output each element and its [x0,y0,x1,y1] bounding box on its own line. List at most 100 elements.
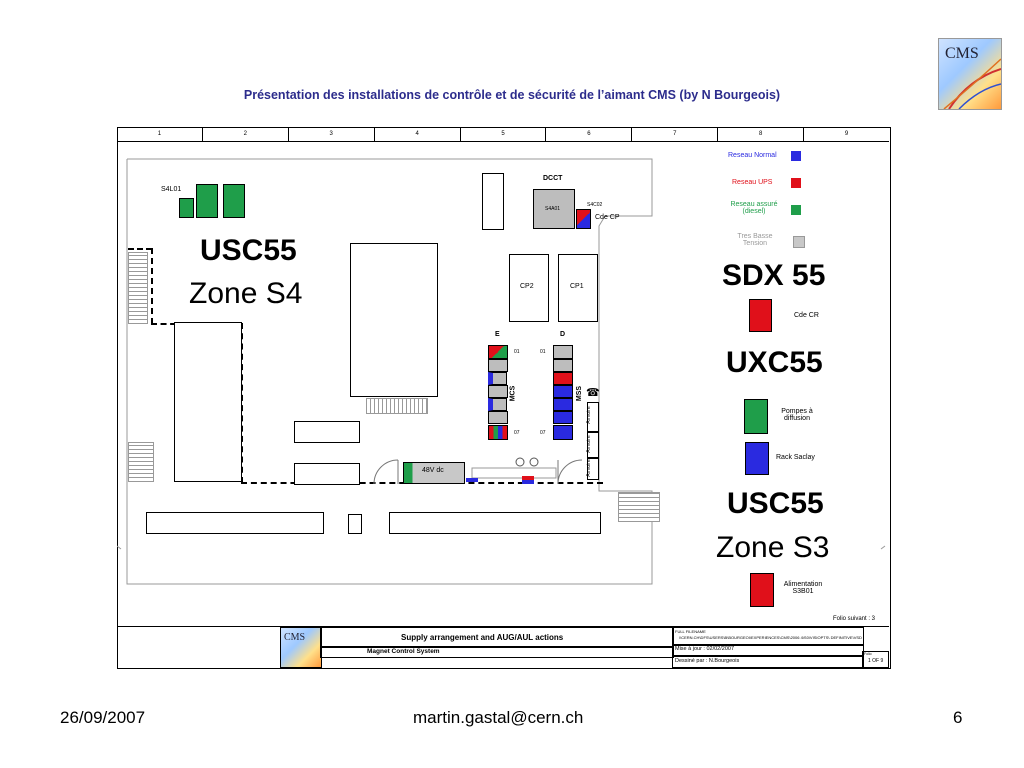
zone-usc55-s4-subtitle: Zone S4 [189,277,303,310]
cp2-label: CP2 [520,283,534,290]
cabinet-block [294,421,360,443]
legend-ups-label: Reseau UPS [732,179,773,186]
folio-suivant-label: Folio suivant : 3 [833,616,876,622]
rack-slot [488,411,508,424]
48v-dc-box [403,462,465,484]
ruler-cell: 7 [632,127,719,141]
dashed-route [151,248,153,324]
footer-email: martin.gastal@cern.ch [413,708,584,727]
armoire-label: Armoire [585,406,592,424]
legend-tbt-label: Tres Basse Tension [737,233,773,247]
s4c02-label: S4C02 [587,202,603,208]
rack-slot [488,345,508,359]
cabinet-block [348,514,362,534]
doors [373,457,583,485]
cabinet-block [174,322,242,482]
cabinet-block [389,512,601,534]
alimentation-box [750,573,774,607]
rack-slot [488,398,507,411]
title-block-sub: Magnet Control System [320,646,674,658]
cp1-label: CP1 [570,283,584,290]
page-title: Présentation des installations de contrô… [243,88,781,102]
rack-slot [553,345,573,359]
legend-normal-swatch [791,151,801,161]
title-block-logo: CMS [280,627,322,668]
zone-usc55-s4-title: USC55 [200,234,297,267]
armoire-box [587,402,599,432]
legend-normal-label: Reseau Normal [728,152,777,159]
legend-diesel-label: Reseau assuré (diesel) [730,201,778,215]
s4a01-box [533,189,575,229]
ruler-cell: 9 [844,131,849,137]
rack-saclay-box [745,442,769,475]
cp1-cabinet [558,254,598,322]
ruler-cell: 5 [461,127,547,141]
cabinet-block [350,243,438,397]
full-filename-label: FULL FILENAME [675,629,706,634]
s4l01-box [223,184,245,218]
rack-slot [488,425,508,440]
rack-slot [553,398,573,411]
armoire-box [587,458,599,480]
stairs [128,252,148,324]
column-ruler: 1 2 3 4 5 6 7 8 9 [117,127,889,142]
mise-a-jour: Mise à jour : 02/02/2007 [675,646,735,652]
alimentation-label: Alimentation S3B01 [783,581,823,595]
zone-sdx55-title: SDX 55 [722,259,826,292]
armoire-box [587,432,599,458]
title-block-logo-text: CMS [284,632,306,643]
footer-date: 26/09/2007 [60,708,146,727]
ruler-cell: 6 [546,127,633,141]
ruler-cell: 2 [203,127,289,141]
title-block-author: Dessiné par : N.Bourgeois [672,655,864,668]
zone-usc55-s3-subtitle: Zone S3 [716,531,830,564]
cms-logo-graphic [943,58,1001,109]
mss-label: MSS [576,385,584,402]
armoire-label: Armoire [585,435,592,453]
mcs-07-label: 07 [514,430,520,436]
pompes-label: Pompes à diffusion [781,408,813,422]
rack-slot [553,425,573,440]
rack-slot [553,385,573,398]
cde-cr-label: Cde CR [794,312,819,319]
dcct-label: DCCT [543,175,563,182]
48v-dc-label: 48V dc [422,467,444,474]
s4c02-box [576,209,591,229]
cabinet-block [482,173,504,230]
cable-marker [522,480,534,484]
legend-diesel-swatch [791,205,801,215]
cable-marker [466,478,478,482]
folio-label: Folio [864,652,872,656]
mcs-label: MCS [509,385,517,402]
rack-slot [553,411,573,424]
dashed-route [241,323,243,483]
cabinet-block [146,512,324,534]
footer-page-number: 6 [953,708,963,727]
title-block-date: Mise à jour : 02/02/2007 [672,644,864,657]
rack-slot [553,359,573,372]
cms-logo: CMS [938,38,1002,110]
s4l01-box [179,198,194,218]
dessine-par: Dessiné par : N.Bourgeois [675,658,740,664]
full-filename-value: \\CERN.CH\DFS\USERS\B\BOURGEOI\EXPERIENC… [679,635,862,640]
column-d-label: D [560,331,566,338]
title-block-sub-text: Magnet Control System [367,648,440,655]
zone-usc55-s3-title: USC55 [727,487,824,520]
mss-07-label: 07 [540,430,546,436]
ruler-cell: 1 [117,127,203,141]
rack-slot [553,372,573,385]
title-block-main: Supply arrangement and AUG/AUL actions [320,627,674,648]
ruler-cell: 3 [289,127,375,141]
legend-tbt-swatch [793,236,805,248]
drawing-frame [117,127,891,669]
folio-value: 1 OF 9 [868,658,884,664]
cabinet-block [294,463,360,485]
vent-grille [366,398,428,414]
ruler-cell: 8 [718,127,805,141]
rack-saclay-label: Rack Saclay [776,454,815,461]
mcs-rack [488,345,508,441]
s4l01-label: S4L01 [161,186,182,193]
ruler-cell: 4 [375,127,461,141]
phone-icon: ☎ [586,387,600,399]
s4a01-label: S4A01 [545,206,561,212]
